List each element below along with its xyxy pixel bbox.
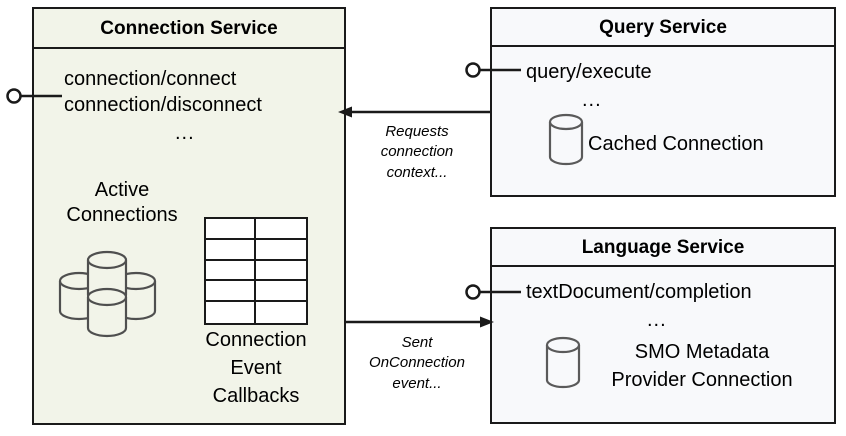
connector-arrow-connection-to-language — [346, 316, 494, 328]
grid-cell — [256, 260, 306, 282]
grid-cell — [206, 219, 256, 240]
operation-textdocument-completion: textDocument/completion — [526, 281, 752, 303]
connector-label-line2: OnConnection — [369, 354, 465, 372]
connector-label-query-to-connection: Requests connection context... — [352, 122, 482, 183]
grid-cell — [256, 219, 306, 240]
connector-label-connection-to-language: Sent OnConnection event... — [352, 333, 482, 394]
component-body-query-service: query/execute ... Cached Connection — [492, 47, 834, 195]
smo-metadata-label-line1: SMO Metadata — [634, 341, 770, 363]
connector-arrow-query-to-connection — [338, 106, 490, 118]
lollipop-circle — [465, 284, 481, 300]
operations-ellipsis-connection-service: ... — [175, 122, 195, 144]
grid-cell — [256, 281, 306, 303]
grid-cell — [256, 239, 306, 261]
connection-event-callbacks-label-line1: Connection — [205, 329, 307, 351]
connector-label-line1: Sent — [401, 334, 433, 351]
lollipop-circle — [465, 62, 481, 78]
component-language-service[interactable]: Language Service textDocument/completion… — [490, 227, 836, 424]
table-grid-icon — [204, 217, 308, 325]
connection-event-callbacks-label-line3: Callbacks — [212, 385, 300, 407]
connector-label-line3: event... — [392, 374, 442, 392]
grid-cell — [206, 260, 256, 282]
operation-connection-disconnect: connection/disconnect — [64, 94, 262, 116]
connector-label-line1: Requests — [385, 123, 449, 140]
lollipop-circle — [6, 88, 22, 104]
connection-event-callbacks-label-line2: Event — [230, 357, 282, 379]
cached-connection-label: Cached Connection — [588, 133, 764, 155]
component-title-query-service: Query Service — [492, 9, 834, 47]
smo-metadata-label-line2: Provider Connection — [611, 369, 793, 391]
operations-ellipsis-query-service: ... — [582, 89, 602, 111]
component-title-connection-service: Connection Service — [34, 9, 344, 49]
grid-cell — [206, 281, 256, 303]
component-query-service[interactable]: Query Service query/execute ... Cached C… — [490, 7, 836, 197]
connector-label-line3: context... — [386, 163, 448, 181]
grid-cell — [256, 302, 306, 323]
component-body-connection-service: connection/connect connection/disconnect… — [34, 49, 344, 423]
active-connections-label-line1: Active — [94, 179, 150, 201]
grid-cell — [206, 302, 256, 323]
component-title-language-service: Language Service — [492, 229, 834, 267]
operation-connection-connect: connection/connect — [64, 68, 237, 90]
active-connections-label-line2: Connections — [66, 204, 178, 226]
operations-ellipsis-language-service: ... — [647, 309, 667, 331]
grid-cell — [206, 239, 256, 261]
component-connection-service[interactable]: Connection Service connection/connect co… — [32, 7, 346, 425]
connector-label-line2: connection — [380, 143, 454, 161]
component-body-language-service: textDocument/completion ... SMO Metadata… — [492, 267, 834, 422]
operation-query-execute: query/execute — [526, 61, 652, 83]
